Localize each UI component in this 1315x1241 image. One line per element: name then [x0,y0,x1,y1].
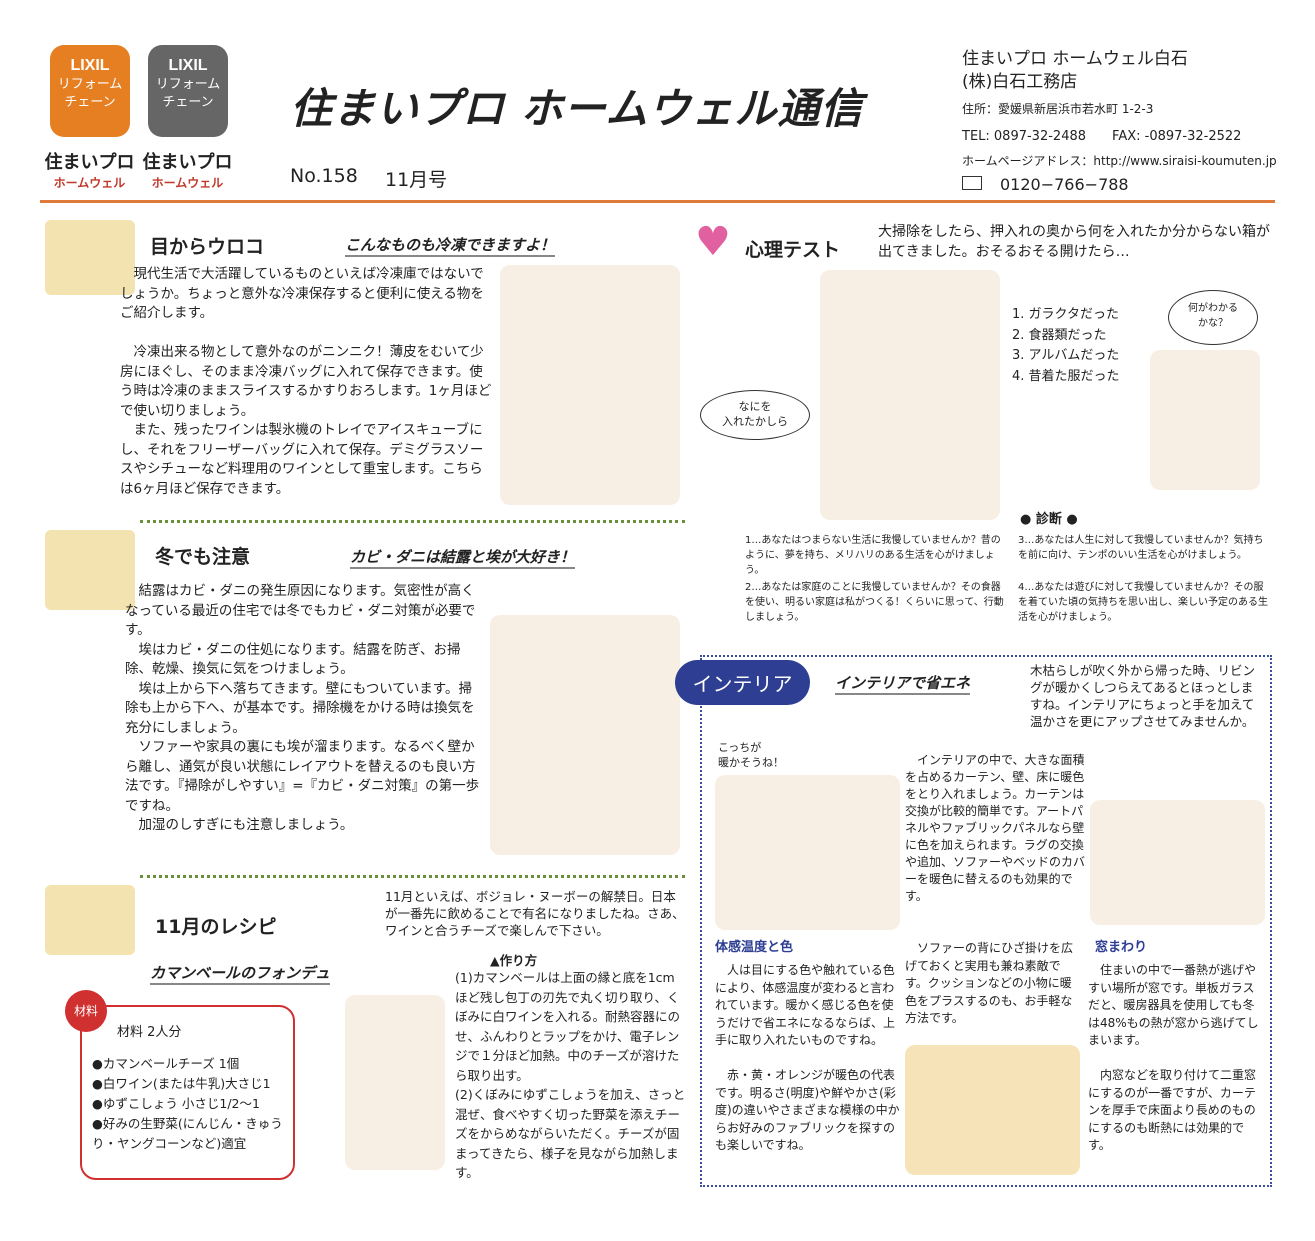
option: 2. 食器類だった [1012,327,1107,343]
header-divider [40,200,1275,203]
interior-paragraph: 住まいの中で一番熱が逃げやすい場所が窓です。単板ガラスだと、暖房器具を使用しても… [1088,963,1259,1152]
fax: FAX: -0897-32-2522 [1112,129,1242,144]
result: 4…あなたは遊びに対して我慢していませんか？その服を着ていた頃の気持ちを思い出し… [1018,582,1268,623]
psych-question: 大掃除をしたら、押入れの奥から何を入れたか分からない箱が出てきました。おそるおそ… [878,224,1270,260]
woman-with-box-illustration [820,270,1000,520]
ingredients-title: 材料 2人分 [117,1025,182,1040]
divider [140,875,685,878]
newsletter-title: 住まいプロ ホームウェル通信 [290,84,864,133]
homepage[interactable]: ホームページアドレス：http://www.siraisi-koumuten.j… [962,154,1277,168]
freedial-number: 0120−766−788 [1000,175,1129,194]
section-body: 現代生活で大活躍しているものといえば冷凍庫ではないでしょうか。ちょっと意外な冷凍… [120,266,492,497]
interior-paragraph: 人は目にする色や触れている色により、体感温度が変わると言われています。暖かく感じ… [715,963,900,1152]
result: 1…あなたはつまらない生活に我慢していませんか？昔のように、夢を持ち、メリハリの… [745,535,1001,576]
ingredient-item: ●カマンベールチーズ 1個 [92,1056,240,1071]
option: 1. ガラクタだった [1012,307,1120,322]
section-subtitle: カビ・ダニは結露と埃が大好き！ [350,546,576,569]
company-legal-name: (株)白石工務店 [962,72,1078,92]
ingredient-item: ●好みの生野菜(にんじん・きゅうり・ヤングコーンなど)適宜 [92,1116,283,1151]
result: 3…あなたは人生に対して我慢していませんか？気持ちを前に向け、テンポのいい生活を… [1018,535,1264,561]
ingredient-item: ●ゆずこしょう 小さじ1/2〜1 [92,1096,260,1111]
result: 2…あなたは家庭のことに我慢していませんか？その食器を使い、明るい家庭は私がつく… [745,582,1004,623]
method-title: ▲作り方 [490,953,538,968]
brand-label: 住まいプロホームウェル [142,152,233,190]
company-name: 住まいプロ ホームウェル白石 [962,49,1188,69]
freedial-icon [962,176,982,190]
heart-icon: ♥ [695,219,731,265]
diagnosis-title: ● 診断 ● [1020,512,1078,527]
recipe-intro: 11月といえば、ボジョレ・ヌーボーの解禁日。日本が一番先に飲めることで有名になり… [385,889,685,938]
recipe-method: (1)カマンベールは上面の縁と底を1cmほど残し包丁の刃先で丸く切り取り、くぼみ… [455,970,686,1180]
ingredients-tag: 材料 [65,990,107,1032]
wine-bottle-icon [45,220,135,295]
wine-bottle-icon [45,885,135,955]
interior-intro: 木枯らしが吹く外から帰った時、リビングが暖かくしつらえてあるとほっとしますね。イ… [1030,663,1256,729]
speech-bubble: 何がわかる かな？ [1168,290,1258,345]
address: 住所：愛媛県新居浜市若水町 1-2-3 [962,102,1154,116]
dust-mite-illustration [490,615,680,855]
section-title: 心理テスト [745,239,841,261]
interior-paragraph: インテリアの中で、大きな面積を占めるカーテン、壁、床に暖色をとり入れましょう。カ… [905,753,1086,903]
brand-label: 住まいプロホームウェル [44,152,135,190]
section-title: 11月のレシピ [155,916,277,938]
ingredient-list: ●カマンベールチーズ 1個 ●白ワイン(または牛乳)大さじ1 ●ゆずこしょう 小… [92,1054,283,1154]
thought-bubble: なにを 入れたかしら [700,390,810,440]
tel: TEL: 0897-32-2488 [962,129,1087,144]
ingredient-item: ●白ワイン(または牛乳)大さじ1 [92,1076,271,1091]
heading-color: 体感温度と色 [715,940,794,955]
section-subtitle: インテリアで省エネ [835,672,971,695]
issue-month: 11月号 [385,169,448,191]
fondue-illustration [345,995,445,1170]
interior-box [700,655,1272,1187]
company-info: 住まいプロ ホームウェル白石 (株)白石工務店 住所：愛媛県新居浜市若水町 1-… [962,48,1277,196]
psych-options: 1. ガラクタだった 2. 食器類だった 3. アルバムだった 4. 昔着た服だ… [1012,305,1120,387]
issue-number: No.158 [290,165,358,187]
woman-with-cushions-illustration [715,775,900,930]
heading-window: 窓まわり [1095,940,1148,955]
option: 3. アルバムだった [1012,348,1120,363]
section-subtitle: こんなものも冷凍できますよ！ [345,234,556,257]
section-body: 結露はカビ・ダニの発生原因になります。気密性が高くなっている最近の住宅では冬でも… [125,583,480,833]
speech-bubble: こっちが 暖かそうね！ [718,741,784,769]
old-man-illustration [1150,350,1260,490]
section-title: 冬でも注意 [155,546,251,568]
option: 4. 昔着た服だった [1012,368,1120,384]
interior-tag: インテリア [675,660,810,705]
sofa-illustration [905,1045,1080,1175]
frozen-food-illustration [500,265,680,505]
wine-bottle-icon [45,530,135,610]
section-title: 目からウロコ [150,236,265,258]
interior-paragraph: ソファーの背にひざ掛けを広げておくと実用も兼ね素敵です。クッションなどの小物に暖… [905,941,1074,1025]
divider [140,520,685,523]
ingredients-box: 材料 2人分 ●カマンベールチーズ 1個 ●白ワイン(または牛乳)大さじ1 ●ゆ… [80,1005,295,1180]
window-illustration [1090,800,1265,925]
recipe-name: カマンベールのフォンデュ [150,962,331,985]
